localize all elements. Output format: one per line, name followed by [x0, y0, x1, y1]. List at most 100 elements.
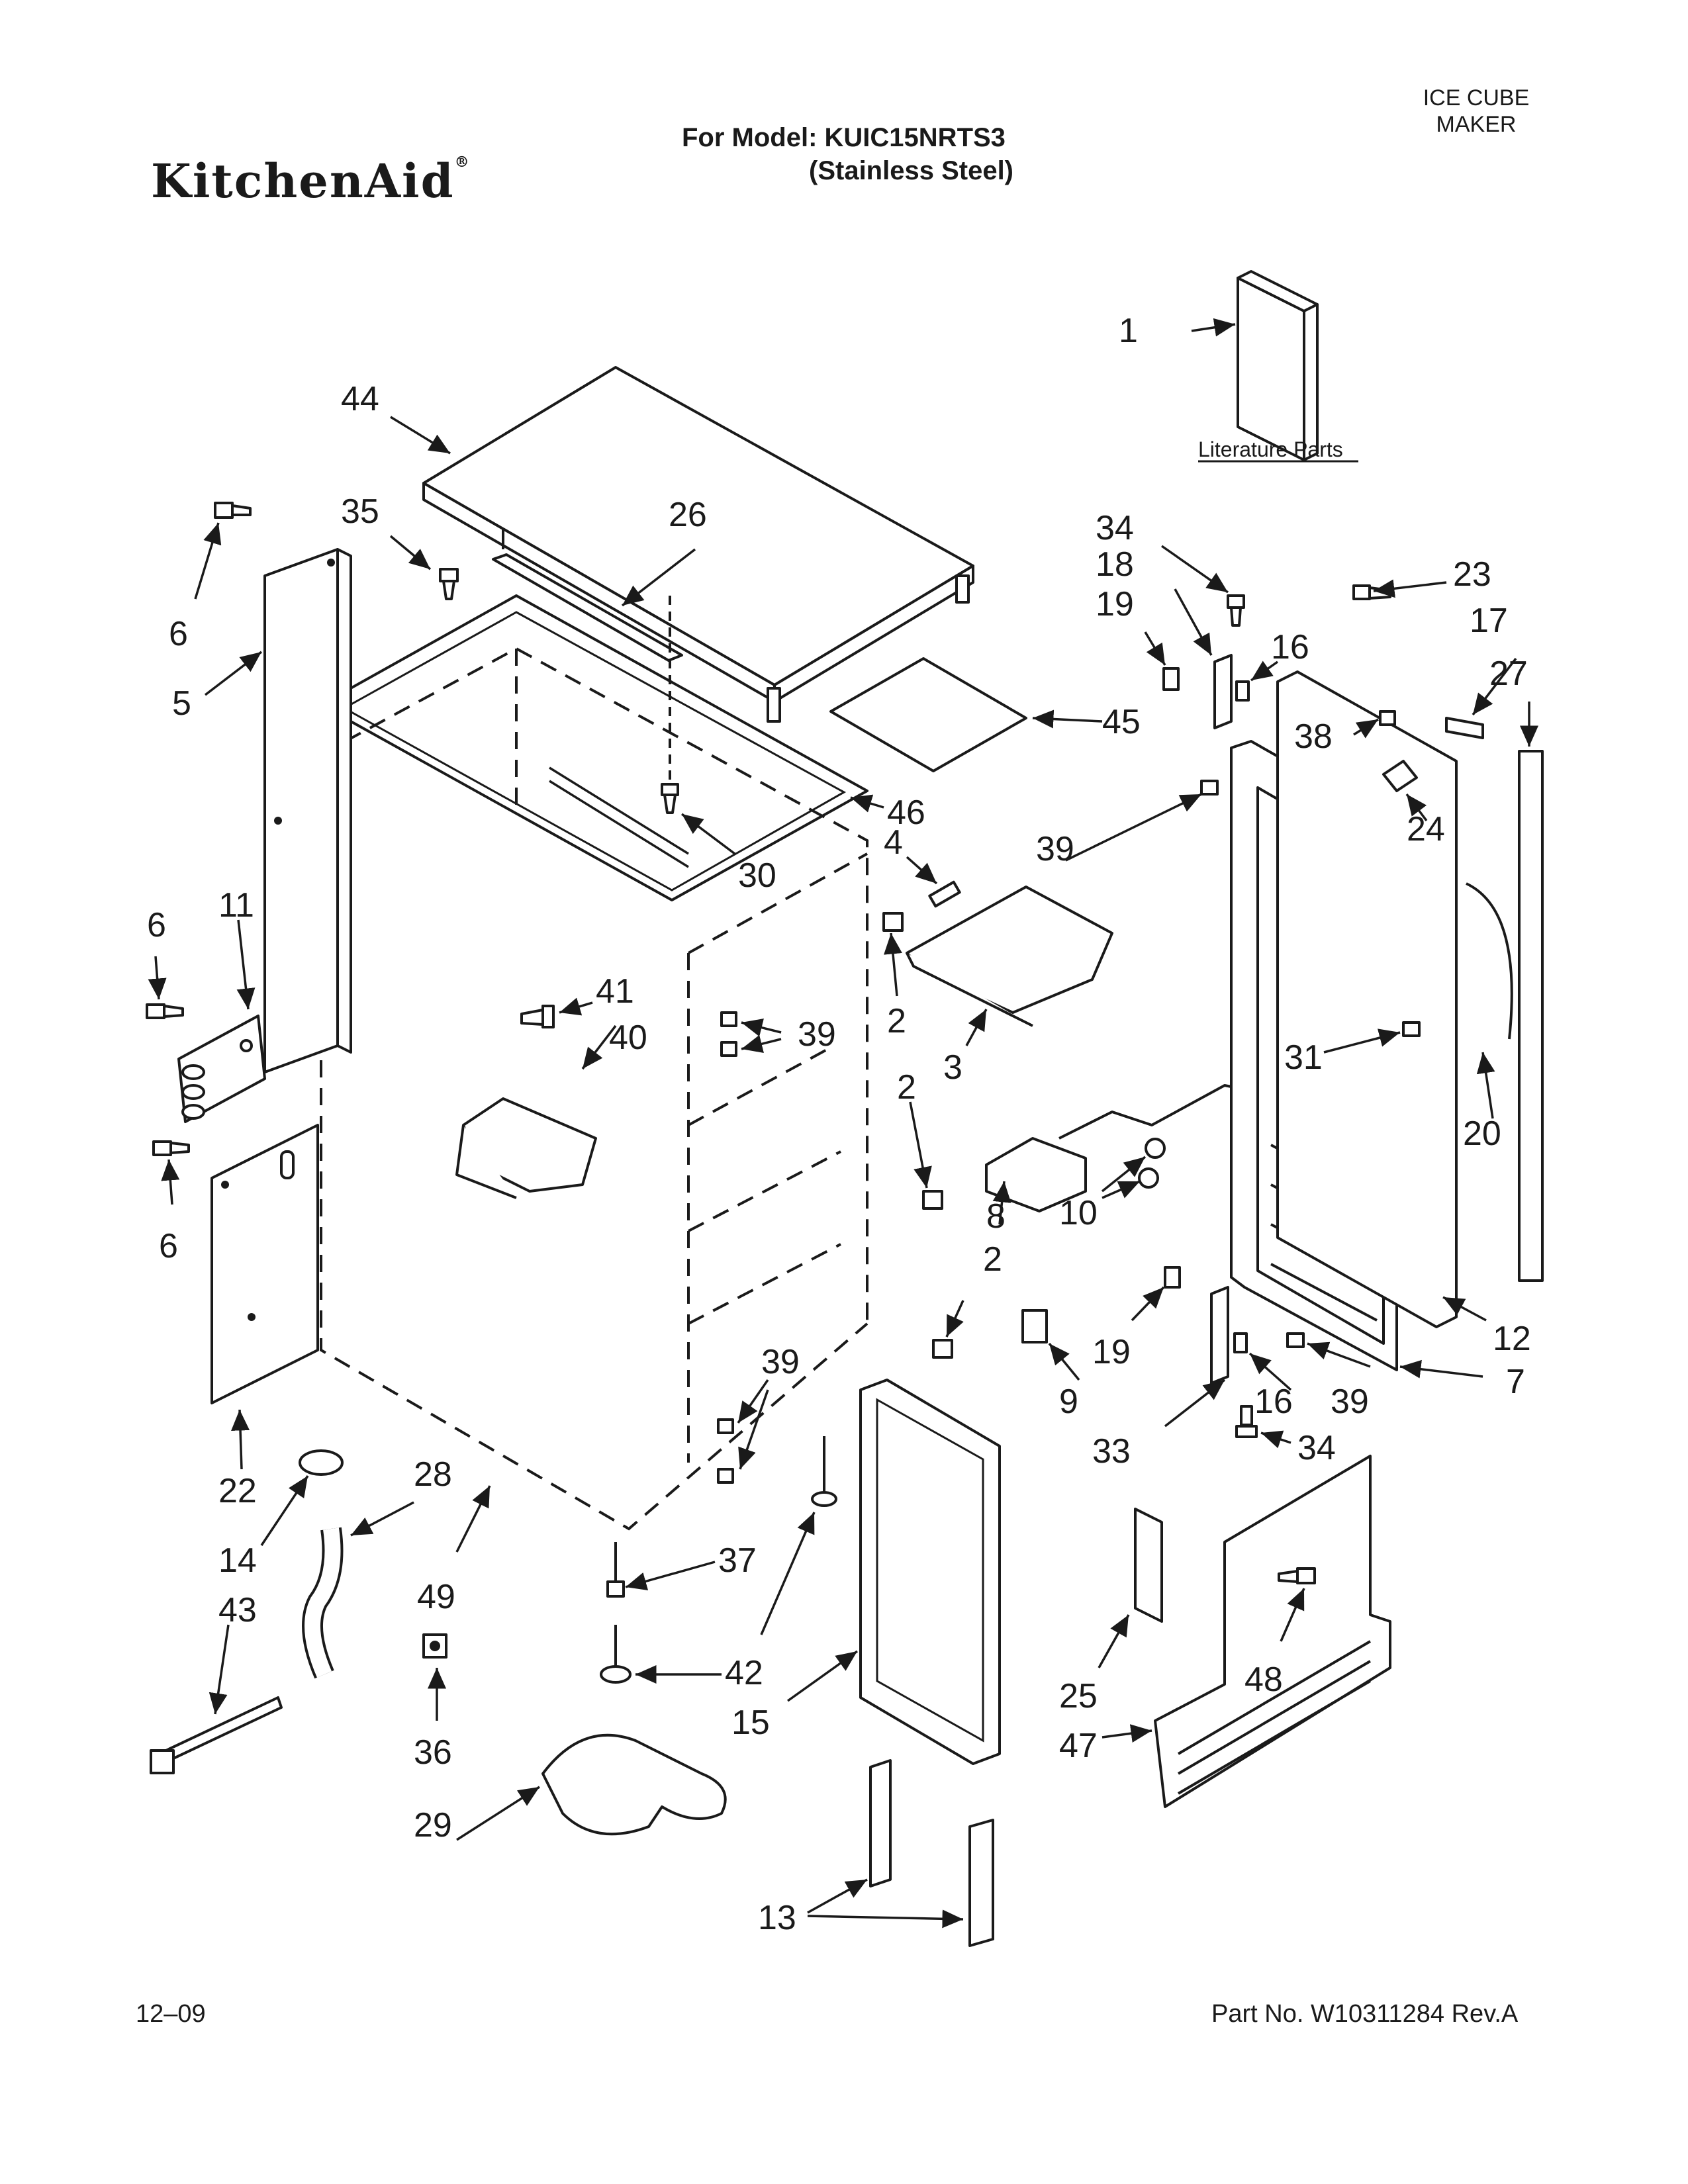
part-34-screw-bottom [1235, 1405, 1291, 1449]
callout-45: 45 [1102, 703, 1141, 741]
part-16-bushing-top [1235, 660, 1279, 702]
callout-15: 15 [731, 1704, 770, 1742]
part-43-cable-tie [150, 1624, 283, 1774]
callout-20: 20 [1463, 1115, 1501, 1153]
callout-1: 1 [1119, 312, 1138, 350]
callout-3: 3 [943, 1048, 962, 1087]
footer-date: 12–09 [136, 2000, 206, 2028]
part-48-screw [1278, 1567, 1316, 1642]
callout-42: 42 [725, 1654, 763, 1692]
callout-22: 22 [218, 1472, 257, 1510]
section-title: ICE CUBE MAKER [1390, 85, 1562, 138]
callout-2-top: 2 [887, 1002, 906, 1040]
callout-17: 17 [1470, 602, 1508, 640]
callout-35: 35 [341, 492, 379, 531]
part-10-bushings [1101, 1138, 1166, 1199]
literature-parts-label: Literature Parts [1198, 437, 1343, 461]
callout-44: 44 [341, 380, 379, 418]
callout-31: 31 [1284, 1038, 1323, 1077]
callout-47: 47 [1059, 1727, 1098, 1765]
part-47-kickplate [1102, 1455, 1391, 1808]
callout-28: 28 [414, 1455, 452, 1494]
part-13-brackets [807, 1759, 994, 1947]
callout-36: 36 [414, 1733, 452, 1772]
callout-9: 9 [1059, 1383, 1078, 1421]
part-4-pin [906, 856, 961, 908]
section-title-line1: ICE CUBE [1423, 85, 1530, 111]
part-9-switch [1021, 1309, 1080, 1381]
callout-7: 7 [1506, 1363, 1525, 1401]
model-label: For Model: KUIC15NRTS3 [682, 123, 1006, 152]
callout-27: 27 [1489, 655, 1528, 693]
part-30-screw [661, 596, 736, 855]
callout-8: 8 [986, 1197, 1006, 1236]
part-49-cabinet [455, 1485, 491, 1553]
callout-48: 48 [1244, 1661, 1283, 1699]
callout-labels: 1 44 35 26 6 5 34 18 19 16 23 17 27 45 4… [147, 312, 1531, 1937]
callout-5: 5 [172, 684, 191, 723]
callout-13: 13 [758, 1899, 796, 1937]
part-22-lower-side-panel [211, 1124, 319, 1470]
callout-19-bottom: 19 [1092, 1333, 1131, 1371]
callout-38: 38 [1294, 717, 1333, 756]
cabinet-body-outline [320, 647, 868, 1531]
callout-34-bottom: 34 [1297, 1429, 1336, 1467]
callout-16-bottom: 16 [1254, 1383, 1293, 1421]
callout-41: 41 [596, 972, 634, 1011]
part-1-literature-parts: Literature Parts [1191, 270, 1358, 463]
callout-6-top: 6 [169, 615, 188, 653]
callout-39-cabinet-top: 39 [798, 1015, 836, 1054]
callout-37: 37 [718, 1541, 757, 1580]
part-17-label-plate [1445, 657, 1517, 739]
part-2-screws [882, 912, 964, 1359]
part-41-screw [520, 997, 593, 1028]
part-14-hose-clamp [260, 1449, 344, 1546]
part-19-shim-bottom [1131, 1266, 1181, 1322]
part-35-screw [389, 535, 459, 600]
callout-16-top: 16 [1271, 628, 1309, 666]
callout-26: 26 [669, 496, 707, 534]
callout-2-bottom: 2 [983, 1240, 1002, 1279]
part-39-screws-cabinet [717, 1011, 782, 1484]
part-18-top-hinge [1174, 588, 1233, 729]
callout-43: 43 [218, 1591, 257, 1629]
part-40-baffle [455, 1024, 617, 1199]
part-36-nut [422, 1633, 447, 1721]
part-38-screw [1353, 710, 1396, 739]
part-39-screw-door [1065, 780, 1421, 1368]
part-42-leveling-legs [600, 1436, 837, 1684]
part-5-side-panel [204, 548, 352, 1073]
part-34-screw-top [1160, 545, 1245, 627]
brand-logo: KitchenAid® [151, 154, 471, 208]
callout-6-mid: 6 [147, 906, 166, 944]
part-33-bottom-hinge [1164, 1286, 1229, 1428]
part-12-door-frame [1276, 670, 1513, 1328]
callout-46: 46 [887, 794, 925, 832]
callout-39-cabinet-bottom: 39 [761, 1343, 800, 1381]
callout-24: 24 [1407, 810, 1445, 848]
model-finish: (Stainless Steel) [809, 156, 1014, 185]
callout-4: 4 [884, 823, 903, 862]
footer-part-number: Part No. W10311284 Rev.A [1211, 2000, 1519, 2028]
part-28-drain-hose [302, 1501, 414, 1679]
section-title-line2: MAKER [1436, 112, 1517, 137]
part-27-gasket-strip [1518, 702, 1544, 1282]
part-25-bracket [1098, 1508, 1163, 1668]
part-6-screws [146, 502, 252, 1205]
part-26-rail [492, 548, 696, 662]
part-23-screw [1352, 579, 1447, 600]
callout-23: 23 [1453, 555, 1491, 594]
part-16-bushing-bottom [1233, 1332, 1292, 1391]
callout-30: 30 [738, 856, 776, 895]
part-44-top-cover [390, 366, 974, 723]
callout-19-top: 19 [1096, 585, 1134, 623]
callout-12: 12 [1493, 1320, 1531, 1358]
callout-25: 25 [1059, 1677, 1098, 1715]
part-11-hinge-bracket [177, 919, 266, 1123]
part-45-insulation-sheet [829, 657, 1103, 772]
callout-39-door-bottom: 39 [1331, 1383, 1369, 1421]
callout-14: 14 [218, 1541, 257, 1580]
part-24-cap [1382, 760, 1428, 822]
part-8-switch-housing [985, 1084, 1258, 1225]
callout-10: 10 [1059, 1194, 1098, 1232]
